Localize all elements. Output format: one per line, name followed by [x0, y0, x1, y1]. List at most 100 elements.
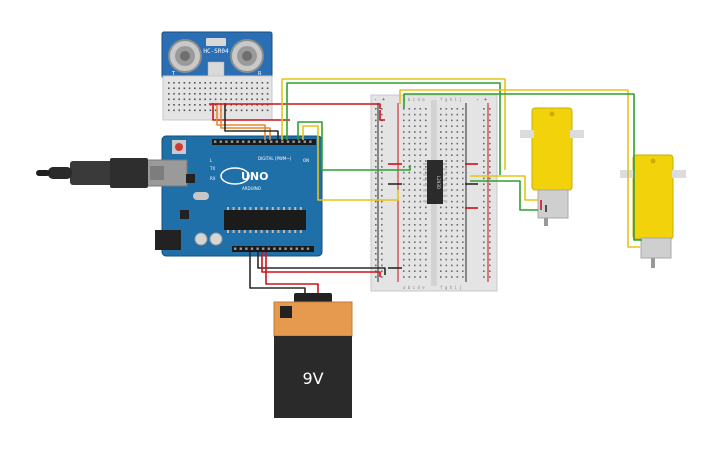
hole	[256, 247, 259, 250]
hole	[408, 154, 411, 156]
hole	[294, 230, 297, 233]
hole	[440, 241, 442, 243]
hole	[381, 137, 383, 139]
hole	[445, 218, 448, 220]
battery-9v[interactable]: 9V	[273, 293, 353, 418]
hole	[483, 200, 485, 203]
hole	[456, 195, 459, 197]
hole	[423, 168, 427, 171]
hole	[425, 241, 427, 243]
hole	[240, 82, 243, 84]
hole	[489, 218, 491, 220]
reset-button[interactable]	[175, 143, 183, 151]
hole	[419, 253, 422, 255]
hole	[381, 270, 383, 272]
hole	[194, 82, 196, 84]
hole	[462, 270, 464, 272]
wire-green-top	[286, 82, 501, 175]
hole	[440, 206, 442, 209]
hole	[440, 247, 442, 249]
hole	[462, 206, 464, 209]
hole	[462, 218, 464, 220]
arduino-uno-board[interactable]: UNO ARDUINO DIGITAL (PWM~) POWER ANALOG …	[36, 135, 323, 267]
hole	[462, 125, 464, 127]
hole	[462, 258, 464, 261]
hole	[270, 140, 273, 143]
hole	[375, 154, 377, 156]
hole	[408, 264, 411, 267]
hole	[306, 247, 310, 250]
sensor-t-label: T	[171, 71, 176, 77]
hole	[403, 166, 405, 168]
hole	[451, 270, 453, 272]
motor-driver-ic[interactable]: L293D	[423, 160, 447, 204]
hole	[483, 212, 485, 214]
hole	[183, 98, 186, 101]
hole	[483, 160, 485, 162]
hole	[451, 125, 453, 127]
hole	[277, 230, 280, 233]
hole	[483, 177, 485, 180]
hole	[246, 109, 248, 112]
hole	[489, 154, 491, 156]
hole	[419, 206, 422, 209]
hole	[249, 207, 252, 210]
dc-gear-motor-2[interactable]	[620, 154, 686, 268]
dc-gear-motor-1[interactable]	[520, 107, 584, 226]
hole	[456, 166, 459, 168]
hole	[456, 276, 459, 278]
hole	[445, 160, 448, 162]
hole	[462, 247, 464, 249]
hole	[235, 98, 238, 101]
hole	[381, 154, 383, 156]
hole	[286, 140, 290, 143]
hole	[375, 177, 377, 180]
hole	[419, 229, 422, 232]
hole	[408, 131, 411, 133]
hole	[288, 207, 291, 210]
hole	[443, 173, 447, 176]
hole	[414, 212, 416, 214]
hole	[456, 148, 459, 151]
hole	[419, 241, 422, 243]
hole	[284, 247, 287, 250]
hole	[225, 140, 228, 143]
hole	[423, 194, 427, 197]
hole	[283, 207, 285, 210]
hole	[199, 98, 201, 101]
hole	[489, 160, 491, 162]
hc-sr04-sensor[interactable]: HC-SR04 T R	[161, 31, 273, 79]
hole	[451, 224, 453, 226]
hole	[209, 87, 212, 90]
hole	[425, 131, 427, 133]
hole	[419, 224, 422, 226]
hole	[489, 247, 491, 249]
hole	[178, 109, 180, 112]
hole	[451, 183, 453, 185]
hole	[408, 235, 411, 238]
hole	[256, 98, 258, 101]
hole	[483, 131, 485, 133]
hole	[375, 241, 377, 243]
hole	[414, 224, 416, 226]
hole	[235, 93, 238, 95]
hole	[239, 247, 242, 250]
hole	[414, 183, 416, 185]
hole	[462, 160, 464, 162]
hole	[403, 137, 405, 139]
hole	[489, 119, 491, 122]
hole	[445, 131, 448, 133]
hole	[251, 82, 253, 84]
hole	[403, 200, 405, 203]
wire-sensor-trig	[216, 103, 266, 140]
hole	[419, 148, 422, 151]
hole	[456, 131, 459, 133]
hole	[403, 177, 405, 180]
hole	[456, 125, 459, 127]
hole	[251, 109, 253, 112]
wire-yellow-motor2	[399, 89, 640, 248]
hole	[489, 235, 491, 238]
hole	[173, 109, 175, 112]
hole	[204, 98, 206, 101]
hole	[173, 104, 175, 106]
